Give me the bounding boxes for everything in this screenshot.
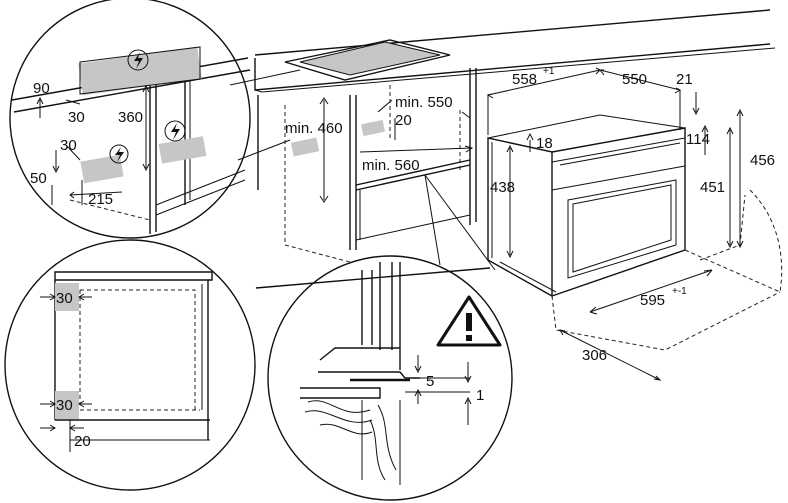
dim-114: 114 [686,131,710,148]
dim-50: 50 [30,170,47,187]
oven-appliance [486,67,783,381]
dim-550: 550 [622,71,647,88]
dim-595-tolerance: +-1 [672,286,687,297]
dim-18: 18 [536,135,553,152]
dim-min-550: min. 550 [395,94,453,111]
dim-30-upper: 30 [68,109,85,126]
dim-456: 456 [750,152,775,169]
detail-circle-electrical [9,0,301,239]
dim-5: 5 [426,373,434,390]
detail-circle-ventilation [4,239,256,491]
electric-hazard-icon [164,120,186,142]
dim-21: 21 [676,71,693,88]
warning-triangle-icon [436,295,502,347]
electric-hazard-icon [127,49,149,71]
dim-215: 215 [88,191,113,208]
detail-circle-fixing [267,174,513,501]
dim-min-560: min. 560 [362,157,420,174]
dim-558-tolerance: +1 [543,66,555,77]
dim-1: 1 [476,387,484,404]
dim-306: 306 [582,347,607,364]
kitchen-cabinet-scene [254,9,776,289]
dim-451: 451 [700,179,725,196]
electric-hazard-icon [109,144,129,164]
dim-30-top-gap: 30 [56,290,73,307]
dim-min-460: min. 460 [285,120,343,137]
dim-438: 438 [490,179,515,196]
dim-90: 90 [33,80,50,97]
dim-360: 360 [118,109,143,126]
dim-558: 558 [512,71,537,88]
dim-595: 595 [640,292,665,309]
dim-20-top: 20 [395,112,412,129]
dim-20-bottom: 20 [74,433,91,450]
dim-30-bottom-gap: 30 [56,397,73,414]
dim-30-lower: 30 [60,137,77,154]
